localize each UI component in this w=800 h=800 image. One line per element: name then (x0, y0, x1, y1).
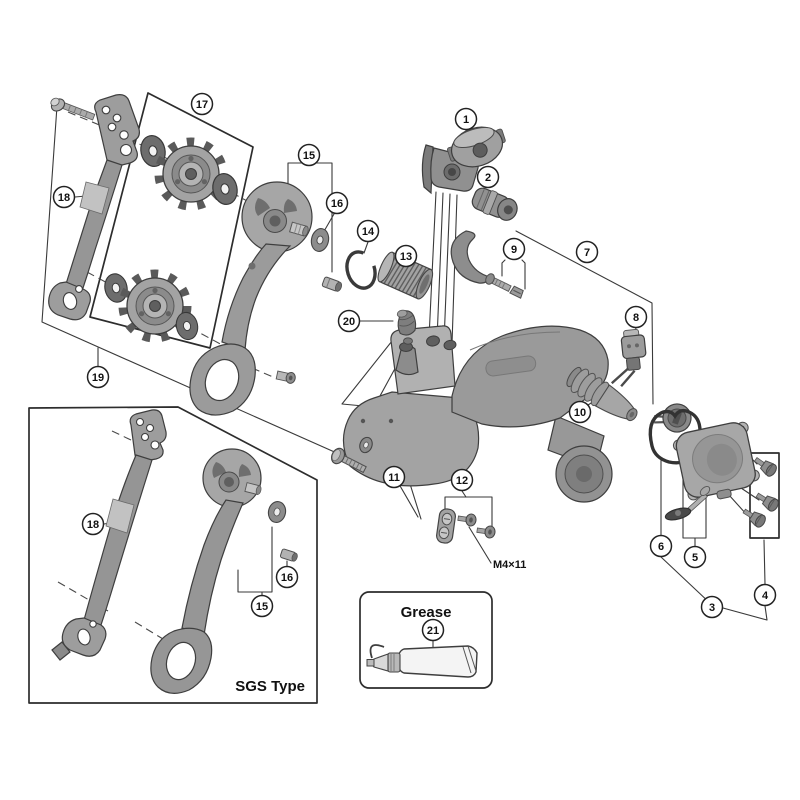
callout-16: 16 (325, 191, 349, 215)
callouts: 1 2 3 4 5 6 7 8 9 10 11 12 13 14 15 16 1… (52, 92, 777, 642)
callout-21: 21 (421, 618, 445, 642)
svg-text:6: 6 (658, 541, 664, 553)
callout-5: 5 (683, 545, 707, 569)
svg-text:14: 14 (362, 226, 375, 238)
callout-20: 20 (337, 309, 361, 333)
box-part-4 (749, 452, 780, 539)
svg-text:9: 9 (511, 244, 517, 256)
outer-plate-sgs (150, 448, 262, 694)
part-14-snap-ring (345, 250, 377, 290)
svg-text:3: 3 (709, 602, 715, 614)
outer-plate-upper (189, 181, 313, 416)
pulley-bolt-washer-16 (310, 228, 330, 252)
pulley-bolt-sgs (279, 548, 298, 562)
grease-tube (366, 644, 478, 678)
svg-text:16: 16 (281, 572, 293, 584)
svg-text:10: 10 (574, 407, 586, 419)
upper-cage-assembly (48, 94, 343, 416)
part-5-lever-screw (664, 486, 711, 521)
svg-text:8: 8 (633, 312, 639, 324)
callout-4: 4 (753, 583, 777, 607)
cage-plate-fixing-bolt (50, 97, 96, 121)
screw-spec-label: M4×11 (493, 559, 526, 571)
part-20-adjuster-boot (396, 309, 417, 336)
svg-text:18: 18 (58, 192, 70, 204)
gasket-seal (648, 408, 702, 465)
callout-2: 2 (476, 165, 500, 189)
pulley-bolt-washer-sgs (267, 501, 287, 523)
pulley-washer (101, 271, 131, 305)
svg-text:12: 12 (456, 475, 468, 487)
embossed-logo (485, 355, 537, 377)
grease-box (359, 591, 493, 689)
svg-text:2: 2 (485, 172, 491, 184)
svg-text:1: 1 (463, 114, 469, 126)
callout-18: 18 (52, 185, 76, 209)
callout-14: 14 (356, 219, 380, 243)
callout-6: 6 (649, 534, 673, 558)
callout-10: 10 (568, 400, 592, 424)
cage-stopper-bolt (275, 370, 296, 384)
svg-text:15: 15 (303, 150, 315, 162)
svg-text:21: 21 (427, 625, 439, 637)
sgs-cage-assembly (51, 409, 298, 694)
callout-15: 15 (297, 143, 321, 167)
svg-text:4: 4 (762, 590, 769, 602)
sgs-type-label: SGS Type (235, 678, 305, 695)
svg-text:17: 17 (196, 99, 208, 111)
svg-text:7: 7 (584, 247, 590, 259)
part-8-switch-unit (610, 328, 647, 388)
grease-box-title: Grease (401, 604, 452, 621)
svg-text:16: 16 (331, 198, 343, 210)
svg-text:19: 19 (92, 372, 104, 384)
part-11-mount-bolt (330, 436, 373, 474)
svg-text:15: 15 (256, 601, 268, 613)
derailleur-body (342, 325, 613, 503)
callout-18-sgs: 18 (81, 512, 105, 536)
callout-15-sgs: 15 (250, 594, 274, 618)
guide-pulley (159, 142, 223, 206)
svg-text:5: 5 (692, 552, 698, 564)
adjust-screw (456, 511, 478, 528)
callout-11: 11 (382, 465, 406, 489)
callout-13: 13 (394, 244, 418, 268)
cover-screw (753, 488, 781, 514)
box-part-17 (89, 92, 254, 349)
pulley-bolt-16 (321, 276, 343, 292)
callout-3: 3 (700, 595, 724, 619)
callout-9: 9 (502, 237, 526, 261)
callout-19: 19 (86, 365, 110, 389)
part-9-cable-guide (450, 230, 524, 299)
cover-screw (740, 504, 768, 530)
inner-plate-upper (48, 94, 140, 321)
sgs-type-box (28, 406, 318, 704)
callout-17: 17 (190, 92, 214, 116)
motor-cover (672, 421, 760, 501)
callout-7: 7 (575, 240, 599, 264)
svg-text:11: 11 (388, 472, 400, 484)
callout-16-sgs: 16 (275, 565, 299, 589)
callout-8: 8 (624, 305, 648, 329)
svg-text:20: 20 (343, 316, 355, 328)
svg-text:18: 18 (87, 519, 99, 531)
part-2-cap (471, 187, 518, 221)
callout-1: 1 (454, 107, 478, 131)
adjust-screw (475, 523, 497, 540)
svg-text:13: 13 (400, 251, 412, 263)
part-1-bracket-axle-unit (421, 126, 506, 195)
part-12-adjust-screw-plate (436, 508, 497, 544)
motor-unit-assembly (566, 366, 781, 530)
part-13-spring (377, 251, 434, 300)
callout-12: 12 (450, 468, 474, 492)
inner-plate-sgs (51, 409, 167, 661)
part-10-boot (566, 366, 638, 422)
